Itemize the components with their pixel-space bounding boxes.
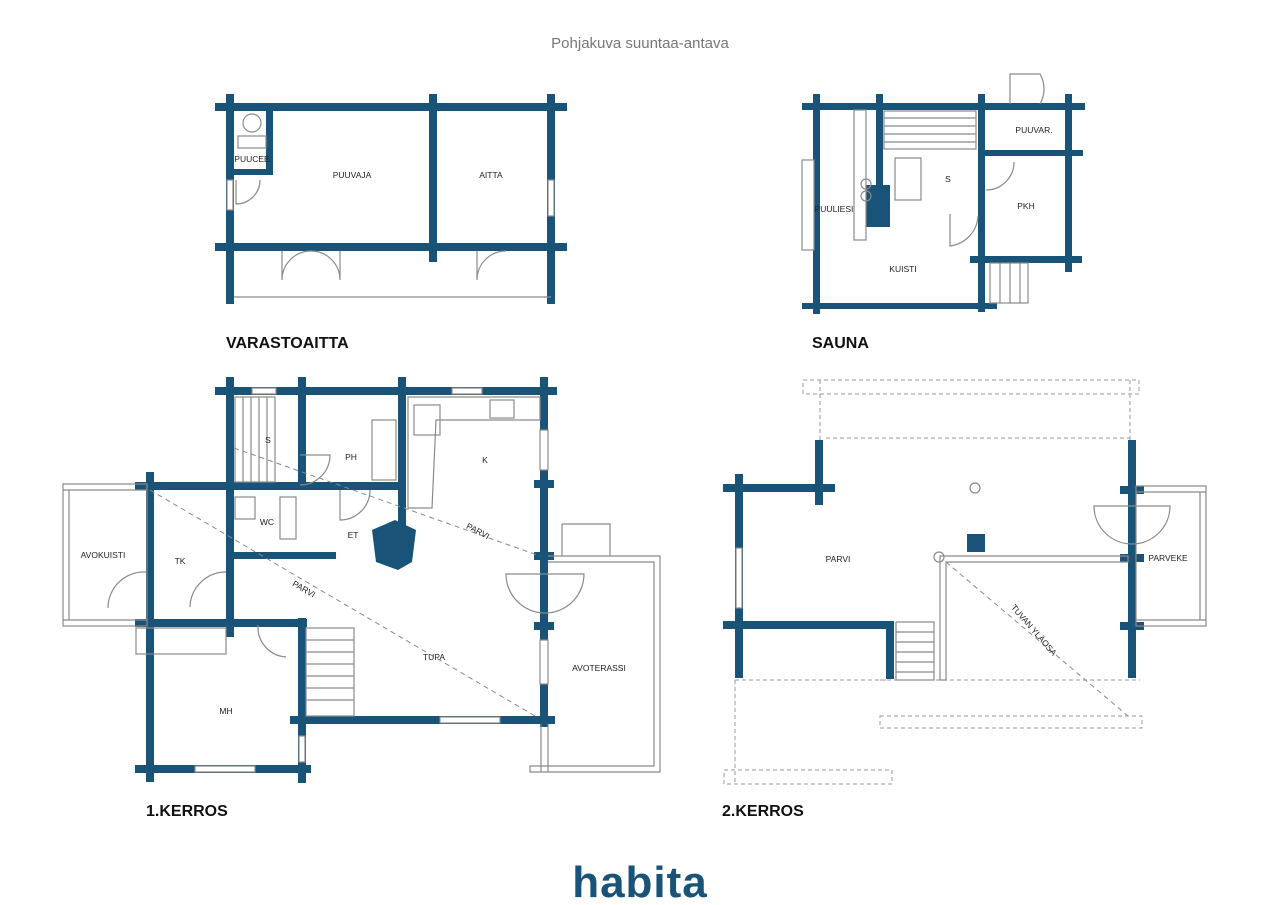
plan-label-kerros1: 1.KERROS bbox=[146, 803, 228, 820]
room-mh: MH bbox=[219, 706, 232, 716]
room-puuvaja: PUUVAJA bbox=[333, 170, 372, 180]
room-avokuisti: AVOKUISTI bbox=[81, 550, 126, 560]
room-tupa: TUPA bbox=[423, 652, 445, 662]
plan-kerros1: S PH K WC ET PARVI PARVI AVOKUISTI TK TU… bbox=[62, 377, 661, 783]
room-k: K bbox=[482, 455, 488, 465]
plan-label-sauna: SAUNA bbox=[812, 335, 869, 352]
room-tuvan-ylaosa: TUVAN YLÄOSA bbox=[1009, 602, 1059, 657]
room-puucee: PUUCEE bbox=[234, 154, 270, 164]
disclaimer-note: Pohjakuva suuntaa-antava bbox=[551, 35, 729, 52]
room-wc: WC bbox=[260, 517, 274, 527]
room-k2-parvi: PARVI bbox=[826, 554, 851, 564]
room-parvi-b: PARVI bbox=[291, 578, 317, 599]
room-et: ET bbox=[348, 530, 359, 540]
room-puuliesi: PUULIESI bbox=[815, 204, 854, 214]
room-parveke: PARVEKE bbox=[1148, 553, 1188, 563]
room-sauna-s: S bbox=[945, 174, 951, 184]
room-tk: TK bbox=[175, 556, 186, 566]
room-puuvar: PUUVAR. bbox=[1015, 125, 1052, 135]
plan-sauna: PUUVAR. S PUULIESI PKH KUISTI bbox=[801, 73, 1085, 314]
room-ph: PH bbox=[345, 452, 357, 462]
room-pkh: PKH bbox=[1017, 201, 1034, 211]
room-avoterassi: AVOTERASSI bbox=[572, 663, 626, 673]
room-kuisti: KUISTI bbox=[889, 264, 916, 274]
plan-varastoaitta: PUUCEE PUUVAJA AITTA bbox=[215, 94, 567, 304]
room-parvi-a: PARVI bbox=[465, 521, 492, 541]
plan-label-varastoaitta: VARASTOAITTA bbox=[226, 335, 349, 352]
room-k1-s: S bbox=[265, 435, 271, 445]
room-aitta: AITTA bbox=[479, 170, 503, 180]
habita-logo: habita bbox=[572, 858, 708, 905]
plan-kerros2: PARVI PARVEKE TUVAN YLÄOSA bbox=[723, 379, 1207, 785]
plan-label-kerros2: 2.KERROS bbox=[722, 803, 804, 820]
